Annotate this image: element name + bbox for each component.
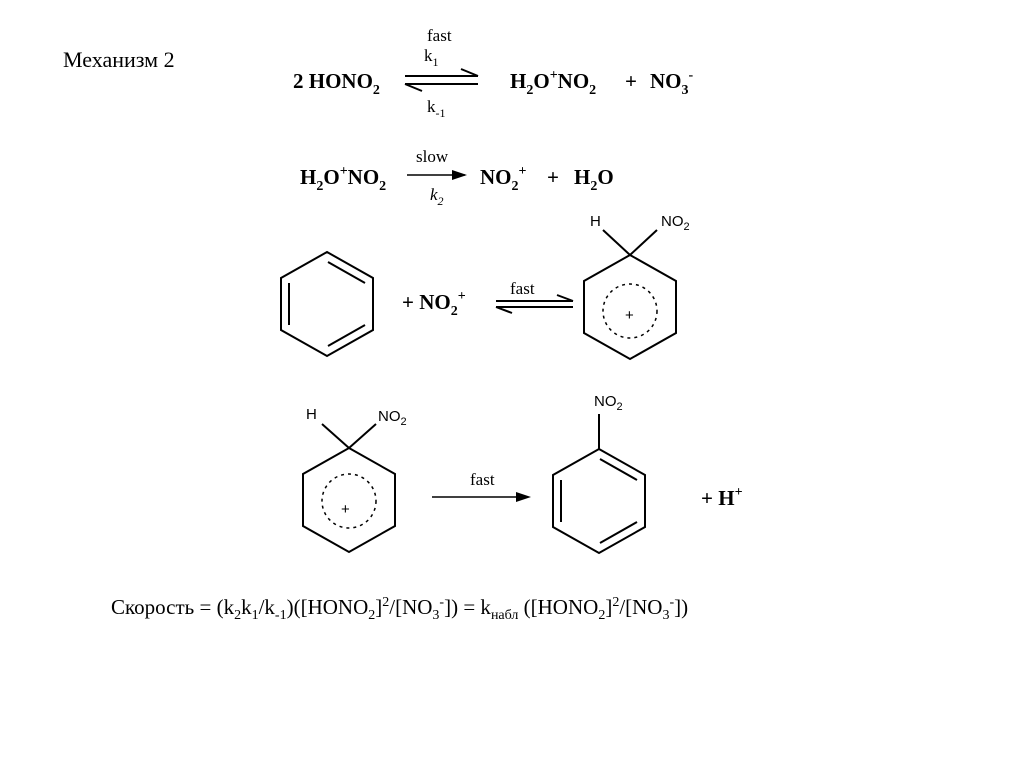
step4-equation: + H NO2 fast NO2 + H+ [302,393,743,555]
sigma-complex-2-no2-bond [348,423,377,449]
step4-arrow-head [516,492,531,502]
step2-arrow-head [452,170,467,180]
step2-plus: + [547,165,559,189]
step3-equation: + NO2+ fast + H NO2 [280,213,690,361]
step4-arrow-label: fast [470,470,495,489]
sigma-complex-2-h-bond [321,423,350,449]
step1-plus: + [625,69,637,93]
sigma-complex-2-no2: NO2 [378,408,407,428]
sigma-complex-2-ring [302,446,396,554]
step1-arrow-label: fast [427,26,452,45]
step1-reverse-barb [404,83,423,92]
sigma-complex-2: + H NO2 [302,406,407,554]
step3-equilibrium-arrow [495,294,574,314]
step1-equilibrium-arrow [404,68,479,92]
step2-product-water: H2O [574,165,614,194]
benzene-hexagon [280,250,374,358]
benzene-ring [280,250,374,358]
step2-product-nitronium: NO2+ [480,164,527,194]
step3-arrow-label: fast [510,279,535,298]
step1-k-reverse: k-1 [427,97,446,120]
step1-k-forward: k1 [424,46,439,69]
nitrobenzene: NO2 [552,393,646,555]
nitrobenzene-no2: NO2 [594,393,623,413]
step3-forward-barb [556,294,574,302]
benzene-double-bond-1 [327,261,366,284]
step4-proton: + H+ [701,485,743,510]
sigma-complex-1-no2: NO2 [661,213,690,233]
step2-equation: H2O+NO2 slow k2 NO2+ + H2O [300,147,614,208]
nitrobenzene-double-bond-2 [599,521,638,544]
sigma-complex-1-delocalized-charge [602,283,658,339]
step2-arrow-label: slow [416,147,449,166]
sigma-complex-1: + H NO2 [583,213,690,361]
sigma-complex-2-h: H [306,406,317,423]
step2-k: k2 [430,185,444,208]
sigma-complex-1-h-bond [602,229,631,256]
step3-reverse-barb [495,306,513,314]
rate-law: Скорость = (k2k1/k-1)([HONO2]2/[NO3-]) =… [111,595,688,623]
sigma-complex-1-h: H [590,213,601,230]
step1-reactant: 2 HONO2 [293,69,380,98]
step2-reactant: H2O+NO2 [300,164,386,194]
sigma-complex-2-delocalized-charge [321,473,377,529]
sigma-complex-1-charge: + [625,307,634,324]
nitrobenzene-ring [552,447,646,555]
sigma-complex-2-charge: + [341,501,350,518]
step1-product-nitracidium: H2O+NO2 [510,68,596,98]
benzene-double-bond-2 [327,324,366,347]
slide-title: Механизм 2 [63,47,175,72]
step1-product-nitrate: NO3- [650,68,694,98]
sigma-complex-1-no2-bond [629,229,658,256]
nitrobenzene-double-bond-1 [599,458,638,481]
step1-equation: 2 HONO2 fast k1 k-1 H2O+NO2 + NO3- [293,26,694,120]
step1-forward-barb [460,68,479,77]
step3-reagent: + NO2+ [402,289,466,319]
sigma-complex-1-ring [583,253,677,361]
